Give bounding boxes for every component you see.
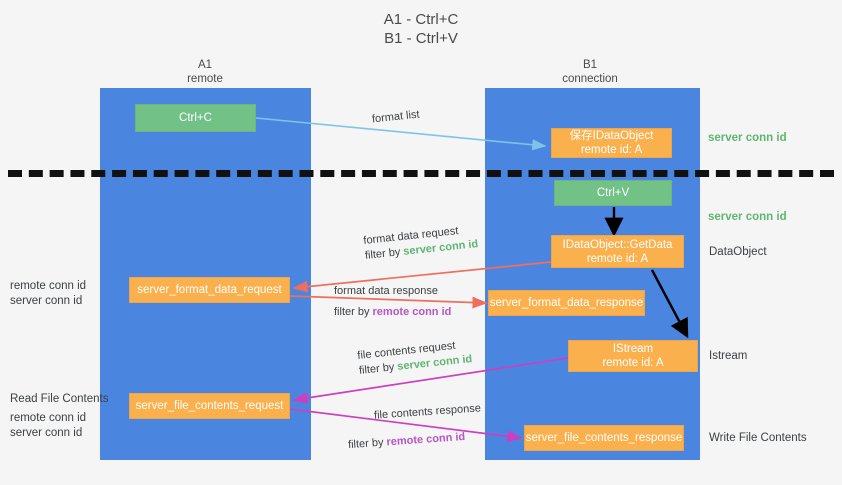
node-server-format-data-request-label: server_format_data_request xyxy=(137,284,282,296)
filter-prefix: filter by xyxy=(358,360,398,377)
title-line-2: B1 - Ctrl+V xyxy=(384,30,458,47)
edge-label-format-list: format list xyxy=(371,108,420,128)
annotation-remote-conn-id: remote conn id xyxy=(10,280,87,292)
node-getdata[interactable]: IDataObject::GetData remote id: A xyxy=(551,235,684,268)
filter-prefix: filter by xyxy=(364,245,404,262)
annotation-server-conn-id-top: server conn id xyxy=(708,132,787,144)
node-istream-line1: IStream xyxy=(612,343,654,355)
node-istream-line2: remote id: A xyxy=(602,357,664,369)
node-server-format-data-request[interactable]: server_format_data_request xyxy=(129,277,290,303)
annotation-server-conn-id: server conn id xyxy=(10,427,83,439)
lane-header-a1: A1 remote xyxy=(105,58,305,86)
node-server-file-contents-request-label: server_file_contents_request xyxy=(135,400,284,412)
diagram-title: A1 - Ctrl+C B1 - Ctrl+V xyxy=(0,10,842,48)
filter-key-remote-conn-id: remote conn id xyxy=(386,430,466,449)
title-line-1: A1 - Ctrl+C xyxy=(383,11,459,28)
annotation-dataobject: DataObject xyxy=(709,246,767,258)
edge-label-format-data-request: format data request filter by server con… xyxy=(363,222,479,264)
annotation-read-file-contents: Read File Contents xyxy=(10,393,109,405)
annotation-conn-ids-top: remote conn id server conn id xyxy=(10,279,86,309)
node-save-idataobject-line1: 保存IDataObject xyxy=(569,130,654,142)
edge-label-format-list-text: format list xyxy=(371,108,421,126)
lane-header-a1-sub: remote xyxy=(187,73,223,85)
annotation-write-file-contents: Write File Contents xyxy=(709,432,807,444)
node-ctrl-c[interactable]: Ctrl+C xyxy=(135,104,256,132)
filter-key-remote-conn-id: remote conn id xyxy=(372,306,452,318)
lane-header-b1-sub: connection xyxy=(562,73,618,85)
edge-label-file-contents-request: file contents request filter by server c… xyxy=(357,337,473,379)
annotation-remote-conn-id: remote conn id xyxy=(10,412,87,424)
annotation-server-conn-id: server conn id xyxy=(10,295,83,307)
node-save-idataobject[interactable]: 保存IDataObject remote id: A xyxy=(551,128,672,158)
annotation-istream: Istream xyxy=(709,350,748,362)
node-ctrl-v-label: Ctrl+V xyxy=(596,187,630,199)
edge-label-format-data-response: format data response xyxy=(334,284,438,299)
node-server-format-data-response[interactable]: server_format_data_response xyxy=(488,290,645,316)
node-save-idataobject-line2: remote id: A xyxy=(580,144,643,156)
annotation-conn-ids-bottom: remote conn id server conn id xyxy=(10,411,86,441)
filter-prefix: filter by xyxy=(334,306,373,318)
edge-label-format-data-response-line1: format data response xyxy=(334,285,438,297)
edge-label-file-contents-response: file contents response xyxy=(374,401,482,423)
lane-header-a1-name: A1 xyxy=(197,59,213,71)
node-getdata-line2: remote id: A xyxy=(586,252,649,265)
filter-prefix: filter by xyxy=(347,436,387,452)
node-ctrl-c-label: Ctrl+C xyxy=(179,112,212,124)
annotation-server-conn-id-mid: server conn id xyxy=(708,211,787,223)
edge-label-file-contents-response-filter: filter by remote conn id xyxy=(348,430,466,453)
edge-label-file-contents-response-line1: file contents response xyxy=(373,402,482,422)
node-server-file-contents-request[interactable]: server_file_contents_request xyxy=(129,393,290,419)
lane-header-b1: B1 connection xyxy=(490,58,690,86)
lane-header-b1-name: B1 xyxy=(582,59,598,71)
node-server-file-contents-response-label: server_file_contents_response xyxy=(525,432,683,444)
node-server-format-data-response-label: server_format_data_response xyxy=(489,297,644,309)
node-istream[interactable]: IStream remote id: A xyxy=(568,340,698,372)
phase-separator xyxy=(8,170,834,177)
node-ctrl-v[interactable]: Ctrl+V xyxy=(554,180,672,206)
edge-label-format-data-response-filter: filter by remote conn id xyxy=(334,305,451,320)
node-getdata-line1: IDataObject::GetData xyxy=(562,238,673,251)
node-server-file-contents-response[interactable]: server_file_contents_response xyxy=(524,425,684,451)
